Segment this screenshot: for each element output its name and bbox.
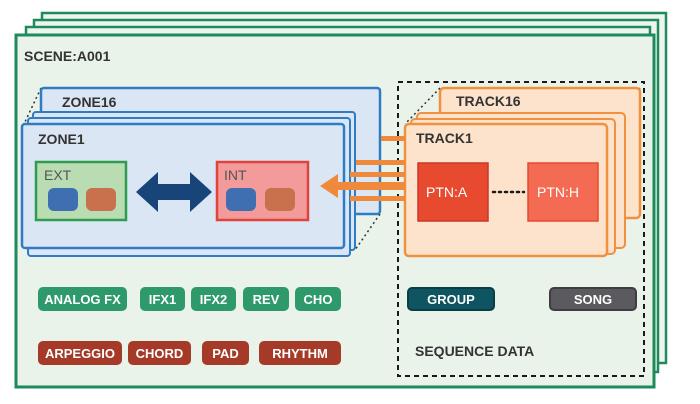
group-badge: GROUP <box>407 287 495 311</box>
ext-blue-pad <box>48 188 78 211</box>
zone-depth-line <box>23 87 42 125</box>
ext-orange-pad <box>86 188 116 211</box>
track16-label: TRACK16 <box>456 93 521 109</box>
ifx1-badge: IFX1 <box>140 287 185 311</box>
connector-line <box>350 196 405 201</box>
zone1-label: ZONE1 <box>38 131 85 147</box>
connector-line <box>381 136 405 141</box>
cho-badge: CHO <box>295 287 341 311</box>
int-blue-pad <box>226 188 256 211</box>
sequence-data-label: SEQUENCE DATA <box>415 343 535 359</box>
connector-line <box>356 160 405 165</box>
bidirectional-arrow-icon <box>136 172 212 212</box>
connector-line <box>350 172 405 177</box>
pattern-h-label: PTN:H <box>537 184 579 200</box>
pattern-a-block <box>417 162 489 222</box>
song-badge: SONG <box>549 287 637 311</box>
pattern-h-block <box>527 162 599 222</box>
analog-fx-badge: ANALOG FX <box>38 287 127 311</box>
arpeggio-badge: ARPEGGIO <box>38 341 122 365</box>
track1-label: TRACK1 <box>416 130 473 146</box>
scene-label: SCENE:A001 <box>24 48 111 64</box>
rhythm-badge: RHYTHM <box>259 341 341 365</box>
zone-depth-line <box>354 213 381 251</box>
chord-badge: CHORD <box>128 341 191 365</box>
track-to-int-arrow-icon <box>320 174 405 198</box>
int-label: INT <box>224 167 247 183</box>
rev-badge: REV <box>243 287 289 311</box>
pattern-a-label: PTN:A <box>426 184 468 200</box>
track-depth-line <box>404 87 441 125</box>
ext-label: EXT <box>44 167 72 183</box>
pad-badge: PAD <box>202 341 249 365</box>
zone16-label: ZONE16 <box>62 94 117 110</box>
ifx2-badge: IFX2 <box>191 287 236 311</box>
int-orange-pad <box>265 188 295 211</box>
